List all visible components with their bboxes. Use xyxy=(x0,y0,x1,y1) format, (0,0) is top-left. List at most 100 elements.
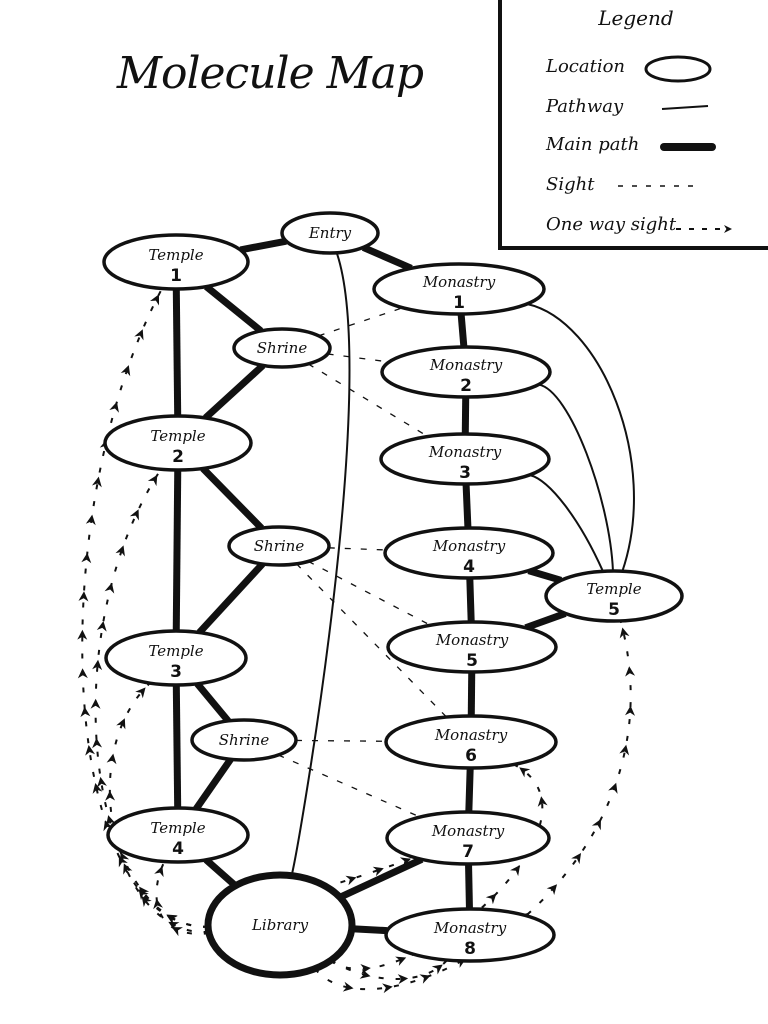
arrowhead xyxy=(104,582,115,594)
main-path-shrine2-temple3 xyxy=(196,561,266,635)
arrowhead xyxy=(154,866,164,878)
arrowhead xyxy=(92,782,103,794)
location-label: Temple xyxy=(150,819,205,837)
location-monastry8[interactable]: Monastry 8 xyxy=(384,907,556,963)
arrowhead xyxy=(168,921,180,932)
sight-shrine1-monastry1 xyxy=(318,307,403,337)
location-ellipse xyxy=(384,907,556,963)
arrowhead xyxy=(625,666,636,677)
main-path-monastry3-monastry4 xyxy=(462,483,472,529)
pathway-monastry1-temple5 xyxy=(526,302,635,572)
arrowhead xyxy=(109,401,119,413)
arrowhead xyxy=(510,865,521,877)
main-path-temple2-temple3 xyxy=(172,469,182,632)
location-ellipse xyxy=(385,810,551,866)
location-label: Temple xyxy=(148,642,203,660)
arrowhead xyxy=(96,620,107,632)
sight-shrine3-monastry7 xyxy=(278,754,421,818)
arrowhead xyxy=(105,790,116,801)
location-label: Temple xyxy=(150,427,205,445)
location-number: 4 xyxy=(172,839,184,859)
location-label: Shrine xyxy=(257,339,308,357)
location-ellipse xyxy=(372,262,546,316)
legend-box: Legend Location Pathway Main path Sight … xyxy=(498,0,768,250)
arrowhead xyxy=(359,968,371,979)
arrowhead xyxy=(80,706,91,718)
arrowhead xyxy=(129,509,139,521)
arrowhead xyxy=(92,737,103,749)
pathway-entry-library xyxy=(290,252,351,876)
arrowhead xyxy=(77,629,88,640)
sight-shrine1-monastry3 xyxy=(307,363,429,438)
main-path-temple1-shrine1 xyxy=(204,283,264,334)
legend-location-symbol xyxy=(644,55,712,83)
pathway-monastry3-temple5 xyxy=(529,473,604,572)
arrowhead xyxy=(546,884,558,896)
location-ellipse xyxy=(386,620,558,674)
location-ellipse xyxy=(280,211,380,255)
arrowhead xyxy=(171,927,183,937)
location-label: Shrine xyxy=(254,537,305,555)
location-label: Temple xyxy=(586,580,641,598)
arrowhead xyxy=(619,744,630,756)
location-temple4[interactable]: Temple 4 xyxy=(106,806,250,864)
location-layer: EntryTemple1Temple2Temple3Temple4Temple5… xyxy=(102,211,684,979)
legend-label-one-way-sight: One way sight xyxy=(546,214,677,235)
arrowhead xyxy=(90,698,101,709)
main-path-shrine1-temple2 xyxy=(203,362,266,421)
location-number: 7 xyxy=(462,842,474,862)
arrowhead xyxy=(78,591,89,602)
legend-label-pathway: Pathway xyxy=(546,96,624,117)
sight-shrine3-monastry6 xyxy=(295,739,387,742)
location-shrine2[interactable]: Shrine xyxy=(227,525,331,567)
main-path-monastry7-library xyxy=(338,856,424,901)
arrowhead xyxy=(342,981,354,992)
sight-layer xyxy=(278,307,448,818)
arrowhead xyxy=(120,852,130,864)
location-entry[interactable]: Entry xyxy=(280,211,380,255)
arrowhead xyxy=(419,974,431,984)
location-label: Monastry xyxy=(428,443,502,461)
arrowhead xyxy=(103,820,113,832)
arrowhead xyxy=(150,294,160,306)
arrowhead xyxy=(166,914,178,924)
arrowhead xyxy=(85,745,96,756)
location-ellipse xyxy=(102,233,250,291)
arrowhead xyxy=(85,514,96,526)
arrowhead xyxy=(134,329,144,341)
location-shrine3[interactable]: Shrine xyxy=(190,718,298,762)
location-ellipse xyxy=(383,526,555,580)
location-number: 1 xyxy=(453,293,465,313)
location-library[interactable]: Library xyxy=(204,871,356,979)
location-label: Monastry xyxy=(433,919,507,937)
location-shrine1[interactable]: Shrine xyxy=(232,327,332,369)
location-ellipse xyxy=(380,345,552,399)
arrowhead xyxy=(345,875,357,886)
location-label: Shrine xyxy=(219,731,270,749)
arrowhead xyxy=(625,705,636,716)
arrowhead xyxy=(619,627,630,639)
main-path-entry-monastry1 xyxy=(361,244,413,272)
arrowhead xyxy=(106,753,117,765)
location-number: 8 xyxy=(464,939,476,959)
pathway-monastry2-temple5 xyxy=(538,383,614,572)
location-ellipse xyxy=(544,569,684,623)
legend-pathway-symbol xyxy=(661,105,709,110)
map-title: Molecule Map xyxy=(116,48,424,99)
main-path-monastry8-library xyxy=(351,925,388,935)
main-path-temple3-temple4 xyxy=(172,684,182,809)
arrowhead xyxy=(92,659,103,671)
legend-title: Legend xyxy=(598,6,674,30)
location-label: Entry xyxy=(308,224,352,242)
